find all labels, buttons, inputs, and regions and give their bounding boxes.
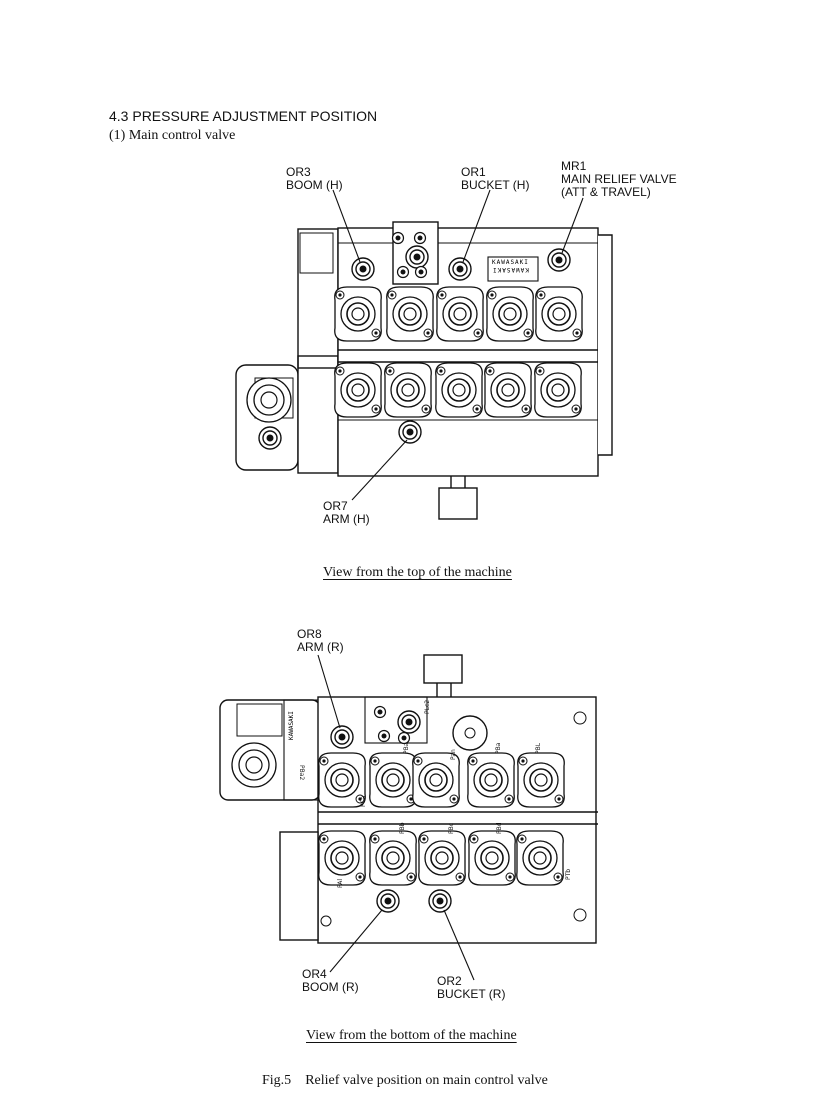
top-nameplate-text: KAWASAKI KAWASAKI [492, 259, 529, 273]
port-mark: PBa2 [298, 765, 305, 780]
bottom-lower-left-block [279, 831, 319, 941]
port-mark: PBa [403, 742, 410, 754]
port-mark: Pan [450, 749, 457, 760]
top-side-block [297, 228, 339, 474]
top-spools [246, 286, 584, 423]
bottom-view-caption: View from the bottom of the machine [306, 1028, 517, 1043]
section-title: 4.3 PRESSURE ADJUSTMENT POSITION [109, 108, 378, 124]
port-mark: PCa [360, 795, 367, 807]
bottom-spools [231, 742, 566, 886]
port-mark: PBc [448, 823, 455, 834]
port-mark: PAl [337, 879, 344, 888]
port-mark: PBL [535, 742, 542, 754]
top-right-plate [598, 234, 613, 456]
top-nameplate [487, 256, 539, 282]
bottom-top-outlet [423, 654, 463, 684]
top-view-caption: View from the top of the machine [323, 565, 512, 580]
bottom-nameplate-text: KAWASAKI [288, 711, 295, 740]
figure-caption-text: Relief valve position on main control va… [305, 1073, 548, 1088]
figure-number: Fig.5 [262, 1073, 292, 1088]
subsection-title: (1) Main control valve [109, 128, 236, 143]
figure-caption: Fig.5 Relief valve position on main contr… [262, 1073, 548, 1089]
port-mark: PBa [495, 742, 502, 754]
bottom-leader-lines [317, 654, 475, 981]
port-mark: PBd [496, 822, 503, 834]
port-mark: PBb [399, 822, 406, 834]
port-mark: PTb [565, 869, 572, 880]
top-bottom-outlet [438, 487, 478, 520]
bottom-round-cap [452, 715, 488, 751]
top-leader-lines [332, 189, 584, 501]
port-mark: PLc2 [424, 700, 431, 714]
bottom-port-marks: PBa2 PLc2 PBa Pan PBa PBL PCa PBb PBc PB… [298, 700, 572, 888]
